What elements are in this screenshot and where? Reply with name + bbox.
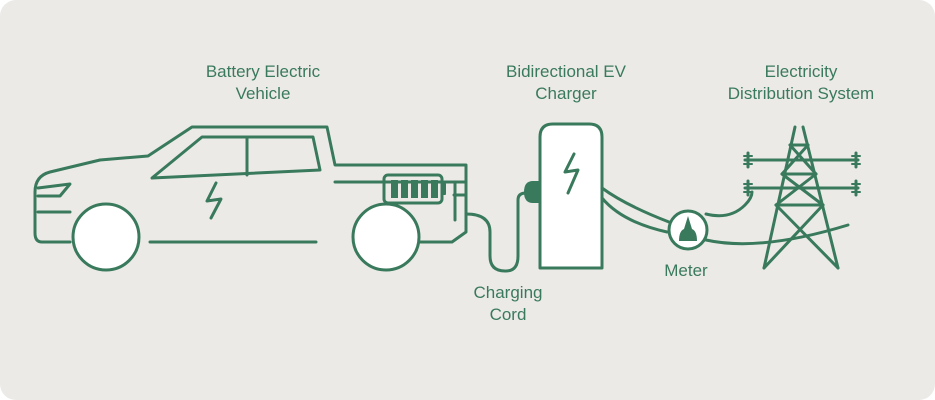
battery-cell [401, 180, 408, 198]
car-icon [33, 125, 468, 244]
car-headlight [36, 182, 72, 198]
car-rear-lines [452, 180, 468, 222]
meter-label: Meter [664, 261, 708, 280]
meter-icon [667, 209, 709, 251]
battery-cell [421, 180, 428, 198]
vehicle-label-line-1: Battery Electric [206, 62, 321, 81]
charging-cord [464, 191, 528, 273]
charger-icon [524, 122, 604, 270]
vehicle-label-line-2: Vehicle [236, 84, 291, 103]
cord-label-line-1: Charging [474, 283, 543, 302]
battery-cell [391, 180, 398, 198]
car-window-frame [150, 135, 322, 180]
car-body-outline [33, 125, 468, 244]
battery-icon [382, 173, 446, 205]
lightning-icon [563, 152, 580, 195]
grid-label-line-1: Electricity [765, 62, 838, 81]
transmission-tower-icon [743, 125, 861, 270]
charger-label-line-2: Charger [535, 84, 597, 103]
grid-label-line-2: Distribution System [728, 84, 874, 103]
battery-cell [411, 180, 418, 198]
cord-label-line-2: Cord [490, 305, 527, 324]
charger-label-line-1: Bidirectional EV [506, 62, 627, 81]
front-wheel [71, 202, 141, 272]
charger-body [538, 122, 604, 270]
battery-cell [431, 180, 438, 198]
charger-plug [524, 181, 541, 203]
lightning-icon [205, 181, 223, 220]
rear-wheel [351, 202, 421, 272]
